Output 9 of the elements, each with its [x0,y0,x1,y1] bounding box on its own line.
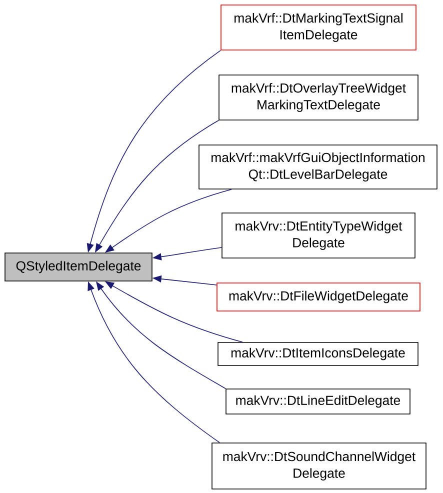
class-box: makVrf::DtMarkingTextSignal ItemDelegate [220,4,416,50]
class-box: makVrv::DtItemIconsDelegate [218,342,418,366]
class-box: makVrv::DtSoundChannelWidget Delegate [212,442,426,490]
class-box: makVrv::DtFileWidgetDelegate [216,282,420,312]
class-box: makVrf::makVrfGuiObjectInformation Qt::DtLevelBarDelegate [198,144,438,190]
class-box: makVrf::DtOverlayTreeWidget MarkingTextDelegate [218,74,418,120]
class-box: QStyledItemDelegate [4,252,152,282]
class-box: makVrv::DtEntityTypeWidget Delegate [222,212,416,258]
class-box: makVrv::DtLineEditDelegate [226,388,410,414]
